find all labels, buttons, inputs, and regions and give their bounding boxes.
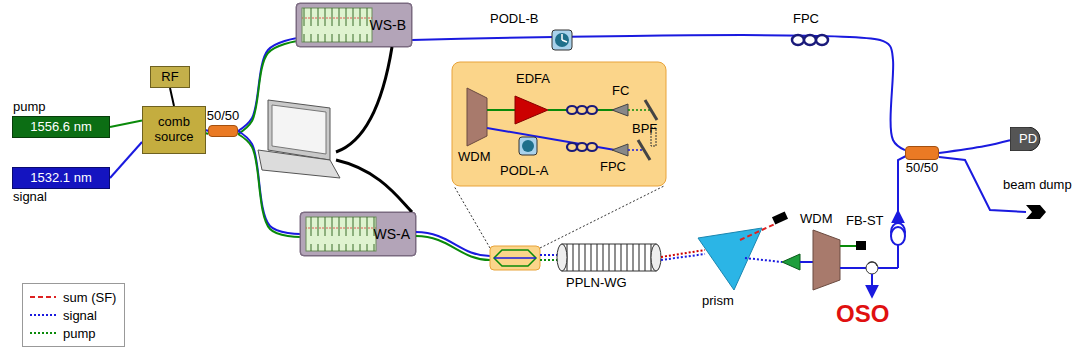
- legend-sample: [29, 292, 57, 302]
- node-heading: pump: [13, 100, 46, 115]
- circulator: [866, 262, 878, 274]
- photodetector: PD: [1010, 127, 1046, 151]
- fb-st-coil: [891, 223, 905, 245]
- prism: [698, 228, 762, 290]
- collimator: [782, 254, 800, 270]
- fiber-coupler: 50/50: [208, 125, 238, 137]
- legend-sample: [29, 328, 57, 338]
- fiber-path: [110, 142, 142, 178]
- legend-entry: pump: [29, 324, 116, 342]
- laser-box: 1532.1 nmsignal: [12, 167, 110, 189]
- part-label: prism: [702, 294, 734, 309]
- node-heading: signal: [13, 190, 47, 205]
- fiber-connection: [110, 142, 142, 178]
- part-label: PODL-A: [500, 164, 548, 179]
- part-label: WDM: [800, 212, 833, 227]
- legend-text: pump: [63, 326, 96, 341]
- part-label: WDM: [458, 150, 491, 165]
- node-text: WS-A: [373, 226, 410, 242]
- fiber-connection: [110, 120, 142, 127]
- output-label: OSO: [836, 300, 889, 328]
- node-text: RF: [161, 70, 178, 85]
- part-label: EDFA: [516, 72, 550, 87]
- part-label: FC: [612, 84, 629, 99]
- part-label: BPF: [632, 122, 657, 137]
- laser-box: pump1556.6 nm: [12, 116, 110, 138]
- fiber-path: [939, 140, 1010, 153]
- node-heading: 50/50: [906, 161, 939, 176]
- legend-box: sum (SF) signal pump: [22, 283, 125, 347]
- node-text: 1556.6 nm: [30, 120, 91, 135]
- node-text: 1532.1 nm: [30, 171, 91, 186]
- beam-block: [772, 211, 788, 224]
- node-text: comb source: [143, 115, 205, 145]
- ppln-waveguide: [557, 244, 661, 271]
- fiber-path: [110, 120, 142, 127]
- legend-entry: sum (SF): [29, 288, 116, 306]
- legend-text: signal: [63, 308, 97, 323]
- fiber-connection: [939, 140, 1010, 153]
- waveshaper-box: WS-A: [300, 212, 416, 256]
- legend-sample: [29, 310, 57, 320]
- fiber-path: [170, 88, 174, 106]
- inset-panel: [452, 62, 666, 248]
- part-label: FPC: [793, 12, 819, 27]
- laptop-icon: [258, 47, 412, 212]
- legend-text: sum (SF): [63, 290, 116, 305]
- podl-b-icon: [552, 30, 572, 50]
- node-text: PD: [1019, 132, 1037, 147]
- inset-box: [490, 246, 540, 270]
- legend-entry: signal: [29, 306, 116, 324]
- waveshaper-box: WS-B: [296, 3, 412, 47]
- part-label: PPLN-WG: [566, 276, 627, 291]
- node-heading: 50/50: [207, 109, 240, 124]
- part-label: beam dump: [1003, 178, 1072, 193]
- part-label: PODL-B: [490, 12, 538, 27]
- node-text: WS-B: [369, 17, 406, 33]
- fiber-coupler: 50/50: [905, 146, 939, 160]
- beam-dump-icon: [1026, 205, 1046, 219]
- part-label: FB-ST: [846, 214, 884, 229]
- fpc-icon: [792, 35, 828, 45]
- part-label: FPC: [600, 160, 626, 175]
- fiber-connection: [170, 88, 174, 106]
- wdm-symbol: [813, 230, 840, 290]
- comb-source-box: comb source: [142, 106, 206, 154]
- rf-source-box: RF: [150, 66, 190, 88]
